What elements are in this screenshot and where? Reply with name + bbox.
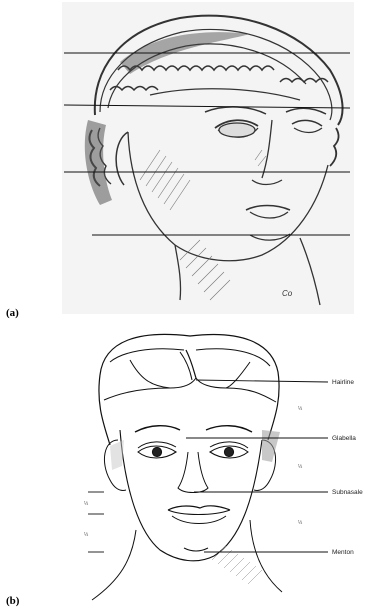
artist-signature: Co: [282, 289, 293, 298]
left-fraction-upper: ⅓: [84, 501, 89, 507]
right-fraction-lower: ⅓: [298, 520, 303, 526]
left-division-lines: [88, 492, 104, 552]
right-eye: [210, 442, 248, 458]
panel-label-b: (b): [6, 595, 20, 607]
label-glabella: Glabella: [332, 435, 356, 442]
panel-b-face-drawing: [92, 334, 282, 600]
panel-b-shading: [110, 430, 280, 470]
left-fraction-lower: ⅓: [84, 532, 89, 538]
panel-a-sculpture-sketch: Co: [62, 2, 354, 314]
hairline-line: [196, 380, 328, 382]
label-menton: Menton: [332, 549, 354, 556]
right-fraction-upper: ⅓: [298, 406, 303, 412]
right-fraction-middle: ⅓: [298, 464, 303, 470]
left-eye: [138, 442, 176, 458]
label-hairline: Hairline: [332, 379, 354, 386]
landmark-leader-lines: [186, 380, 328, 552]
mouth: [168, 506, 230, 524]
panel-label-a: (a): [6, 307, 19, 319]
label-subnasale: Subnasale: [332, 489, 363, 496]
left-eyebrow: [135, 426, 180, 432]
nose: [178, 452, 208, 493]
right-eyebrow: [206, 426, 252, 432]
hair-outline: [100, 334, 279, 440]
